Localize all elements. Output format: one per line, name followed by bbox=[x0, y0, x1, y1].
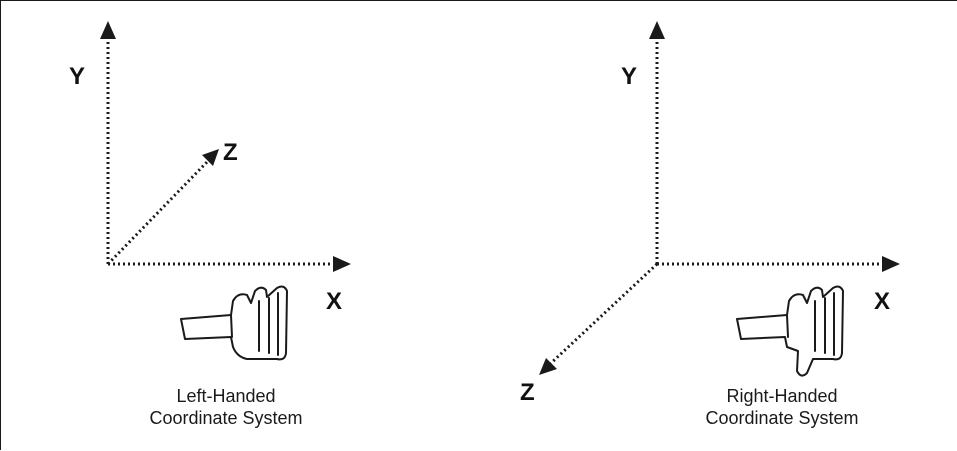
right-z-axis bbox=[547, 262, 659, 367]
left-z-label: Z bbox=[223, 139, 238, 166]
left-caption-line2: Coordinate System bbox=[149, 408, 303, 428]
right-hand-icon bbox=[736, 285, 844, 377]
left-y-arrowhead bbox=[100, 21, 116, 39]
right-caption-line1: Right-Handed bbox=[726, 386, 838, 406]
left-x-arrowhead bbox=[333, 256, 351, 272]
left-caption: Left-Handed Coordinate System bbox=[121, 385, 331, 429]
right-handed-system: Y Z X bbox=[520, 21, 900, 406]
left-hand-icon bbox=[180, 285, 288, 361]
right-z-arrowhead bbox=[539, 358, 557, 375]
right-caption: Right-Handed Coordinate System bbox=[677, 385, 887, 429]
left-z-axis bbox=[106, 159, 210, 266]
right-x-label: X bbox=[874, 288, 890, 315]
left-y-label: Y bbox=[69, 63, 85, 90]
right-caption-line2: Coordinate System bbox=[705, 408, 859, 428]
left-handed-system: Y Z X bbox=[69, 21, 351, 361]
right-y-label: Y bbox=[621, 63, 637, 90]
right-z-label: Z bbox=[520, 379, 535, 406]
left-x-label: X bbox=[326, 288, 342, 315]
left-caption-line1: Left-Handed bbox=[176, 386, 276, 406]
right-y-arrowhead bbox=[649, 21, 665, 39]
right-x-arrowhead bbox=[882, 256, 900, 272]
left-z-arrowhead bbox=[202, 149, 219, 166]
